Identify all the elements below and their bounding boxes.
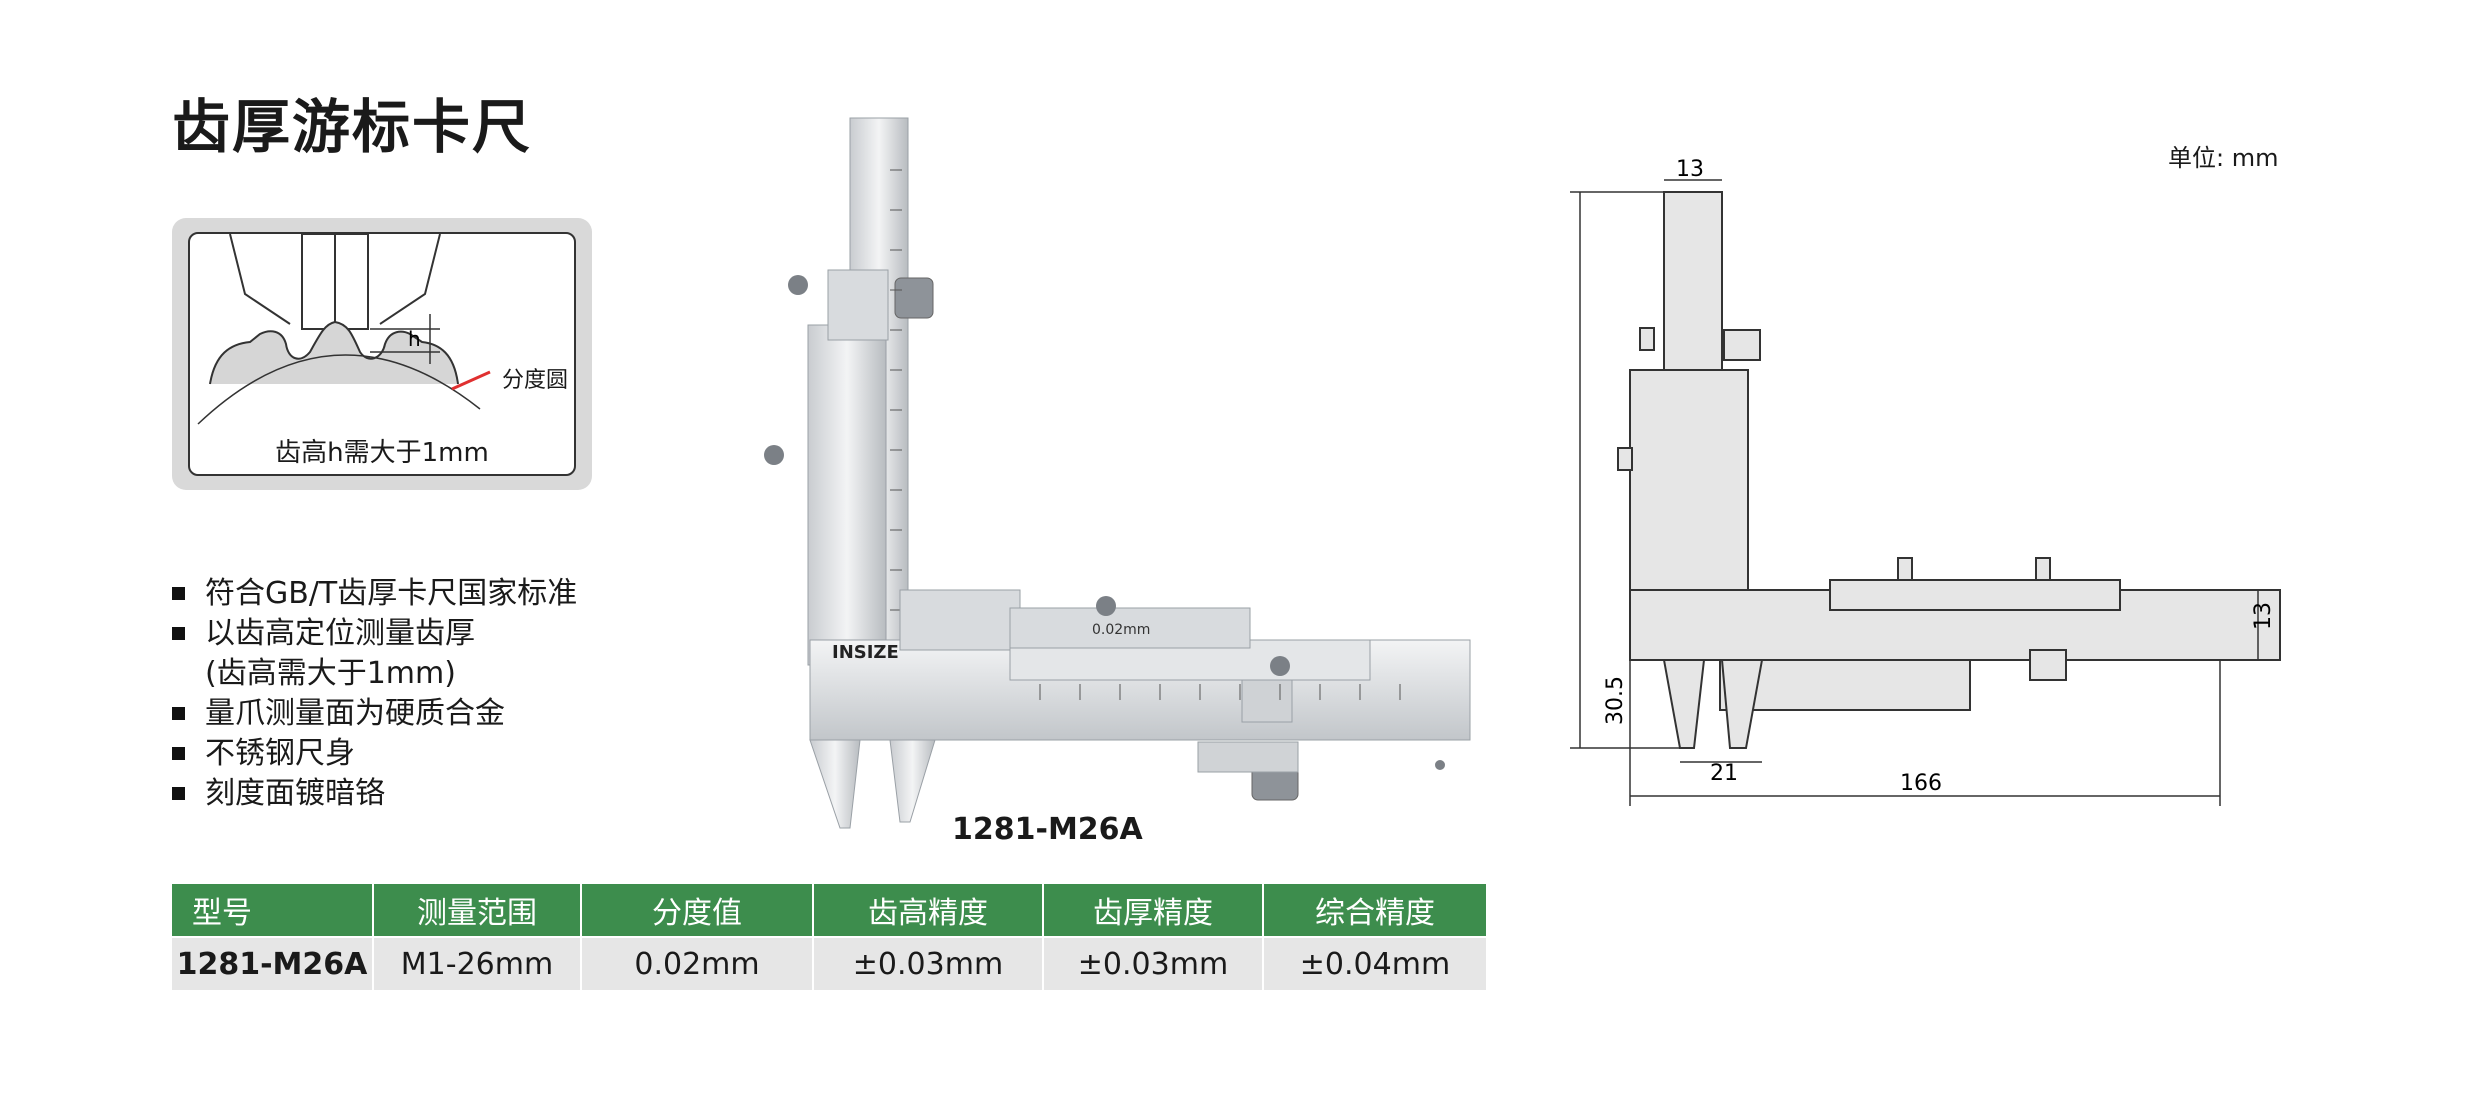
table-header-row: 型号 测量范围 分度值 齿高精度 齿厚精度 综合精度 [172, 884, 1486, 937]
pitch-leader-line [451, 370, 491, 391]
fine-adjust-carrier [1197, 741, 1299, 773]
beam-end-rivet [1435, 760, 1445, 770]
bullet-icon [172, 787, 185, 800]
vertical-slider [807, 324, 887, 666]
spec-table: 型号 测量范围 分度值 齿高精度 齿厚精度 综合精度 1281-M26A M1-… [172, 884, 1486, 990]
cell-tooth-thickness-accuracy: ±0.03mm [1043, 936, 1264, 990]
cell-combined-accuracy: ±0.04mm [1263, 936, 1486, 990]
drawing-right-screw [2035, 557, 2051, 581]
product-photo: 0.02mm INSIZE [764, 117, 1471, 829]
bullet-icon [172, 587, 185, 600]
header-resolution: 分度值 [581, 884, 814, 937]
feature-item: 刻度面镀暗铬 [172, 774, 577, 814]
horizontal-clamp-block [1241, 679, 1293, 723]
feature-text: 符合GB/T齿厚卡尺国家标准 [205, 576, 578, 611]
vertical-slider-screw [764, 445, 784, 465]
header-model: 型号 [172, 884, 374, 937]
feature-item: 以齿高定位测量齿厚 [172, 614, 577, 654]
vertical-scale-ticks [890, 169, 902, 611]
drawing-top-screw [1897, 557, 1913, 581]
left-jaw-line [229, 234, 291, 325]
gear-diagram: h 分度圆 齿高h需大于1mm [188, 232, 576, 476]
horizontal-scale-ticks [1039, 684, 1401, 700]
header-range: 测量范围 [373, 884, 582, 937]
vertical-fine-adjust-knob [894, 277, 934, 319]
vernier-label: 0.02mm [1092, 622, 1150, 638]
feature-item: 量爪测量面为硬质合金 [172, 694, 577, 734]
feature-continuation: (齿高需大于1mm) [205, 656, 456, 691]
dim-top-width: 13 [1676, 157, 1704, 182]
drawing-vertical-slider [1629, 369, 1749, 591]
drawing-lock-screw [1639, 327, 1655, 351]
drawing-fixed-jaw [1662, 659, 1706, 749]
drawing-horizontal-knob [2029, 649, 2067, 681]
cell-range: M1-26mm [373, 936, 582, 990]
h-label: h [408, 327, 421, 351]
dim-height: 166 [1570, 458, 1574, 500]
drawing-vertical-knob [1723, 329, 1761, 361]
vertical-lock-screw [788, 275, 808, 295]
right-jaw-line [379, 234, 441, 325]
bullet-icon [172, 627, 185, 640]
cell-tooth-height-accuracy: ±0.03mm [813, 936, 1044, 990]
movable-jaw [889, 739, 936, 823]
feature-item: 符合GB/T齿厚卡尺国家标准 [172, 574, 577, 614]
header-combined-accuracy: 综合精度 [1263, 884, 1486, 937]
drawing-horizontal-slider [1829, 579, 2121, 611]
drawing-movable-jaw [1720, 659, 1764, 749]
brand-logo: INSIZE [832, 642, 899, 663]
cell-model: 1281-M26A [172, 936, 374, 990]
cell-resolution: 0.02mm [581, 936, 814, 990]
fixed-jaw [809, 739, 861, 829]
horizontal-vernier-plate [1009, 607, 1251, 649]
feature-text: 量爪测量面为硬质合金 [205, 696, 505, 731]
dim-length: 166 [1900, 771, 1942, 796]
bullet-icon [172, 747, 185, 760]
feature-text: 不锈钢尺身 [205, 736, 355, 771]
feature-item: 不锈钢尺身 [172, 734, 577, 774]
dim-beam-height: 13 [2251, 602, 2276, 630]
bullet-icon [172, 707, 185, 720]
dim-jaw-width: 21 [1710, 761, 1738, 786]
unit-label: 单位: mm [2168, 144, 2279, 172]
horizontal-slider-screw [1270, 656, 1290, 676]
gear-teeth-shape [209, 320, 459, 385]
feature-list: 符合GB/T齿厚卡尺国家标准 以齿高定位测量齿厚 (齿高需大于1mm) 量爪测量… [172, 574, 577, 814]
pitch-circle-arc [197, 354, 481, 425]
dim-jaw-height: 30.5 [1603, 676, 1628, 725]
model-caption: 1281-M26A [952, 812, 1143, 847]
page-title: 齿厚游标卡尺 [172, 93, 533, 161]
header-tooth-thickness-accuracy: 齿厚精度 [1043, 884, 1264, 937]
feature-text: 以齿高定位测量齿厚 [205, 616, 475, 651]
pitch-circle-label: 分度圆 [502, 368, 569, 393]
dimension-lines [1570, 179, 2280, 806]
header-tooth-height-accuracy: 齿高精度 [813, 884, 1044, 937]
table-row: 1281-M26A M1-26mm 0.02mm ±0.03mm ±0.03mm… [172, 936, 1486, 990]
gear-illustration: h [197, 234, 491, 425]
feature-text: 刻度面镀暗铬 [205, 776, 385, 811]
drawing-jaw-block [1719, 659, 1971, 711]
gear-caption: 齿高h需大于1mm [275, 438, 489, 468]
drawing-vertical-screw [1617, 447, 1633, 471]
technical-drawing: 13 166 13 30.5 21 166 [1570, 157, 2281, 806]
gear-diagram-panel: h 分度圆 齿高h需大于1mm [172, 218, 592, 490]
horizontal-lock-screw [1096, 596, 1116, 616]
vertical-clamp-block [827, 269, 889, 341]
corner-block [899, 589, 1021, 651]
